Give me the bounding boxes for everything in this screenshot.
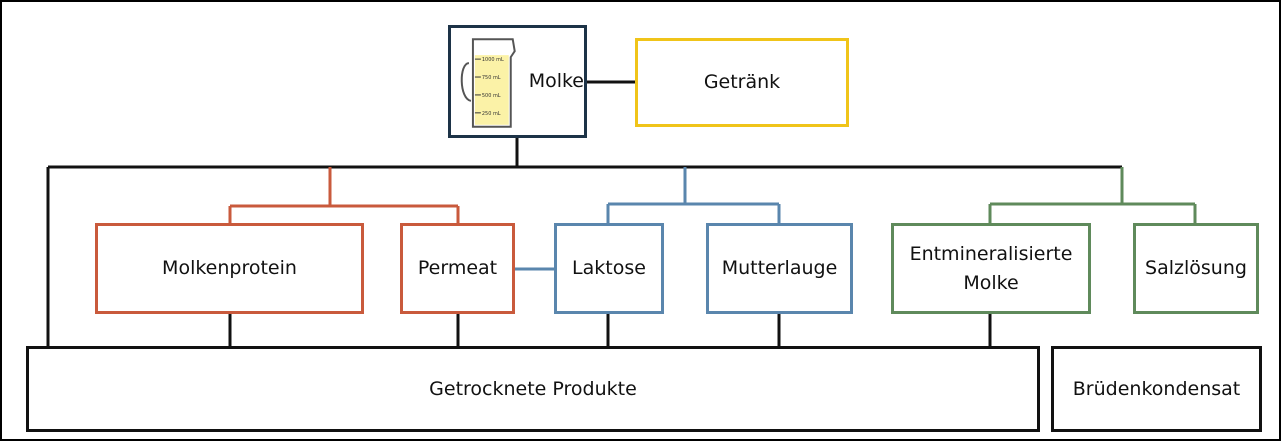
node-laktose: Laktose [554, 223, 664, 314]
node-molkenprotein: Molkenprotein [95, 223, 364, 314]
node-salzloesung-label: Salzlösung [1145, 257, 1247, 280]
node-bruedenkondensat: Brüdenkondensat [1051, 346, 1262, 432]
jug-mark-2: 750 mL [482, 75, 501, 81]
node-bruedenkondensat-label: Brüdenkondensat [1072, 377, 1241, 400]
node-mutterlauge: Mutterlauge [706, 223, 853, 314]
node-entmineralisierte-molke-label: Entmineralisierte Molke [909, 243, 1073, 294]
node-getraenk: Getränk [635, 38, 849, 127]
node-laktose-label: Laktose [572, 257, 646, 280]
node-entmineralisierte-molke: Entmineralisierte Molke [891, 223, 1091, 314]
node-getrocknete-produkte-label: Getrocknete Produkte [429, 377, 637, 400]
node-permeat-label: Permeat [417, 257, 498, 280]
node-getraenk-label: Getränk [703, 71, 781, 94]
node-getrocknete-produkte: Getrocknete Produkte [26, 346, 1040, 432]
node-permeat: Permeat [400, 223, 515, 314]
node-molke-label: Molke [528, 70, 584, 93]
jug-mark-4: 250 mL [482, 110, 501, 116]
jug-mark-3: 500 mL [482, 92, 501, 98]
node-molke: 1000 mL 750 mL 500 mL 250 mL Molke [448, 25, 587, 138]
node-molkenprotein-label: Molkenprotein [162, 257, 297, 280]
jug-mark-1: 1000 mL [482, 57, 504, 63]
measuring-jug-icon: 1000 mL 750 mL 500 mL 250 mL [460, 37, 516, 128]
node-mutterlauge-label: Mutterlauge [721, 257, 838, 280]
node-salzloesung: Salzlösung [1133, 223, 1259, 314]
